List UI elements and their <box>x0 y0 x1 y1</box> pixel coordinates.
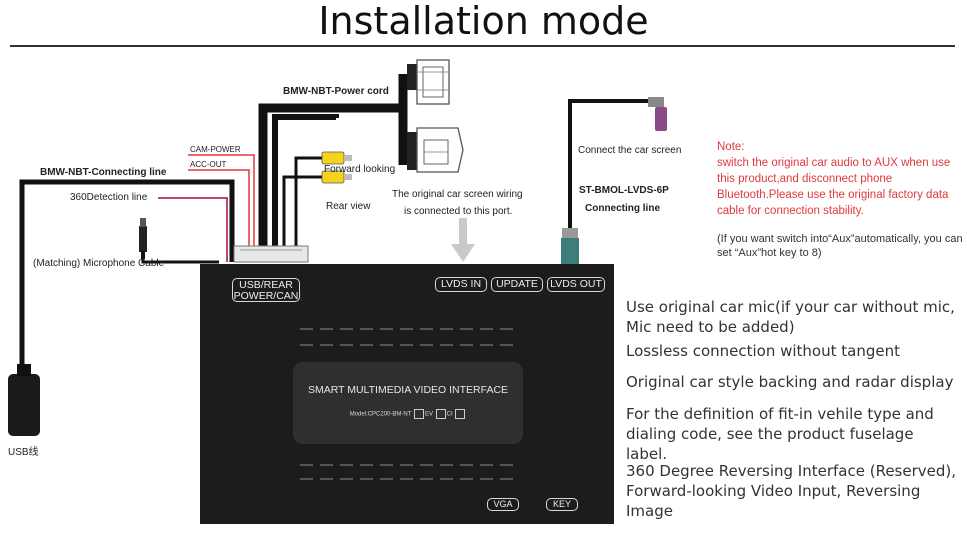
detection-360-label: 360Detection line <box>70 192 148 203</box>
power-connector-top <box>407 59 450 105</box>
feature-item: 360 Degree Reversing Interface (Reserved… <box>626 462 956 520</box>
microphone-label: (Matching) Microphone Cable <box>33 258 165 269</box>
feature-item: Lossless connection without tangent <box>626 342 900 360</box>
title-divider <box>10 45 955 47</box>
note-tip: (If you want switch into“Aux”automatical… <box>717 233 963 259</box>
rear-view-label: Rear view <box>326 201 371 212</box>
microphone-cable <box>141 258 219 264</box>
connecting-line-cable <box>19 179 235 375</box>
ev-checkbox <box>413 409 424 419</box>
extra-checkbox <box>455 409 466 419</box>
key-port: KEY <box>546 498 578 511</box>
acc-out-wire <box>188 169 250 262</box>
lvds-screen-plug <box>648 97 667 131</box>
connect-screen-label: Connect the car screen <box>578 145 682 156</box>
cam-power-label: CAM-POWER <box>190 145 241 154</box>
panel-title: SMART MULTIMEDIA VIDEO INTERFACE <box>307 384 509 396</box>
vent-row <box>300 328 516 330</box>
power-cord-cable <box>258 103 408 262</box>
update-port: UPDATE <box>491 277 543 292</box>
cam-power-wire <box>188 154 255 262</box>
rear-view-rca <box>321 170 352 184</box>
label-panel: SMART MULTIMEDIA VIDEO INTERFACE Model:C… <box>293 362 523 444</box>
feature-item: For the definition of fit-in vehile type… <box>626 405 934 463</box>
vent-row <box>300 464 516 466</box>
usb-adapter <box>8 374 40 436</box>
usb-rear-power-can-port: USB/REAR POWER/CAN <box>232 278 300 302</box>
vga-port: VGA <box>487 498 519 511</box>
power-cord-branch <box>272 114 339 262</box>
feature-item: Original car style backing and radar dis… <box>626 373 954 391</box>
lvds-in-arrow <box>451 218 475 262</box>
forward-looking-rca <box>321 151 352 165</box>
model-text: Model:CPC200-BM-NT <box>349 411 412 418</box>
usb-label: USB线 <box>8 447 39 458</box>
forward-looking-cable <box>294 156 322 262</box>
power-connector-bottom <box>407 127 464 173</box>
detection-360-wire <box>158 197 228 262</box>
ci-label: CI <box>446 411 453 418</box>
screen-wiring-label-line2: is connected to this port. <box>404 206 513 217</box>
microphone-plug <box>139 226 147 252</box>
connecting-line-label: BMW-NBT-Connecting line <box>40 167 167 178</box>
lvds-device-plug <box>561 228 579 264</box>
note-block: Note: switch the original car audio to A… <box>717 139 967 219</box>
vent-row <box>300 478 516 480</box>
lvds-in-port: LVDS IN <box>435 277 487 292</box>
ci-checkbox <box>435 409 446 419</box>
screen-wiring-label-line1: The original car screen wiring <box>392 189 523 200</box>
page-title: Installation mode <box>318 0 649 43</box>
acc-out-label: ACC-OUT <box>190 160 227 169</box>
lvds-cable <box>568 99 651 228</box>
rear-view-cable <box>282 175 322 262</box>
note-body: switch the original car audio to AUX whe… <box>717 157 951 217</box>
power-cord-label: BMW-NBT-Power cord <box>283 86 389 97</box>
forward-looking-label: Forward looking <box>324 164 396 175</box>
feature-item: Use original car mic(if your car without… <box>626 298 955 336</box>
ev-label: EV <box>424 411 433 418</box>
lvds-cable-label-line1: ST-BMOL-LVDS-6P <box>579 185 669 196</box>
interface-box: USB/REAR POWER/CAN LVDS IN UPDATE LVDS O… <box>200 264 614 524</box>
vent-row <box>300 344 516 346</box>
note-heading: Note: <box>717 141 745 153</box>
lvds-cable-label-line2: Connecting line <box>585 203 660 214</box>
lvds-out-port: LVDS OUT <box>547 277 605 292</box>
harness-connector <box>233 245 309 263</box>
panel-model: Model:CPC200-BM-NT EV CI <box>293 409 523 419</box>
